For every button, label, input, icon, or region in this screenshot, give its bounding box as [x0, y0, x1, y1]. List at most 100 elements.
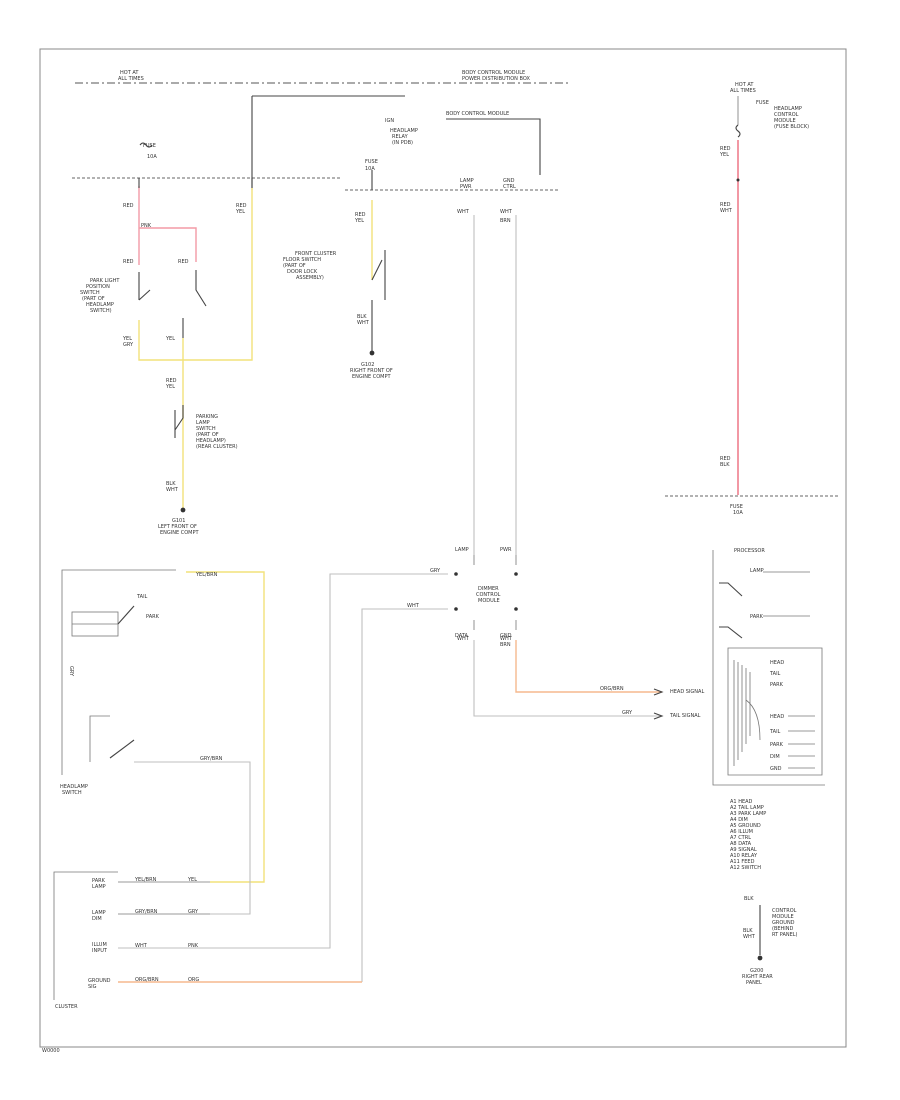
lamp-switch-symbol: [174, 405, 184, 438]
relay-pin-a: LAMP: [460, 178, 474, 184]
module-tag-2: TAIL: [769, 671, 781, 677]
wire-gry-1: GRY: [123, 342, 134, 348]
left-switch-label-5: SWITCH): [90, 308, 112, 314]
front-switch-label-0: FRONT CLUSTER: [295, 251, 337, 257]
right-bus-sub-1: HEADLAMP: [774, 106, 802, 112]
middle-out-wire-1: [118, 573, 448, 949]
wire-yel-6: YEL: [719, 152, 729, 158]
right-bus-bottom-2: 10A: [733, 510, 743, 516]
cluster-wire-label-4b: ORG: [188, 977, 199, 983]
module-pin-1: TAIL: [769, 729, 781, 735]
module-legend-3: A4 DIM: [730, 817, 748, 823]
middle-out-wire-2: [361, 608, 448, 982]
cluster-row1-a: PARK: [92, 878, 106, 884]
module-panel-title: PROCESSOR: [734, 548, 765, 554]
wire-blk-3: BLK: [720, 462, 730, 468]
right-ground-side-4: RT PANEL): [772, 932, 798, 938]
relay-fuse-label: FUSE: [365, 159, 378, 165]
relay-pin-c: GND: [503, 178, 515, 184]
module-tag-1: HEAD: [770, 660, 784, 666]
right-ground-line-1: PANEL: [746, 980, 762, 986]
wire-brn-2: BRN: [500, 642, 511, 648]
middle-out-c: GRY: [430, 568, 441, 574]
cluster-wire-label-4: ORG/BRN: [135, 977, 159, 983]
wire-yel-4: YEL: [165, 384, 175, 390]
module-panel-frame: [712, 550, 825, 786]
wire-yel-5: YEL: [354, 218, 364, 224]
middle-pin-1: LAMP: [455, 547, 469, 553]
ground-g102-id: G102: [361, 362, 374, 368]
right-ground-id: G200: [750, 968, 763, 974]
wire-wht-4: WHT: [357, 320, 370, 326]
ground-g102-dot: [369, 350, 375, 356]
module-switch-1: [719, 582, 743, 597]
right-ground-side-0: CONTROL: [772, 908, 797, 914]
module-tag-3: PARK: [770, 682, 784, 688]
module-inner-frame: [727, 647, 823, 776]
wire-blk-2: BLK: [357, 314, 367, 320]
cluster-wire-label-1: YEL/BRN: [134, 877, 157, 883]
cluster-label: CLUSTER: [55, 1004, 78, 1010]
right-ground-wire: BLK: [744, 896, 754, 902]
middle-dot-3: [454, 607, 458, 611]
wire-red-9: RED: [720, 456, 731, 462]
module-pin-4: GND: [770, 766, 782, 772]
middle-down-wire-2: [473, 640, 662, 717]
ground-g101-dot: [180, 507, 186, 513]
lamp-switch-label-3: (PART OF: [196, 432, 219, 438]
top-bus-right-label-1: BODY CONTROL MODULE: [462, 70, 525, 76]
fuse-a-symbol: [139, 142, 153, 148]
right-bus-sub-3: MODULE: [774, 118, 796, 124]
right-bus-sub-0: FUSE: [756, 100, 769, 106]
diagram-frame: [39, 48, 847, 1048]
middle-pin-4: GND: [500, 633, 512, 639]
module-legend-5: A6 ILLUM: [730, 829, 753, 835]
left-switch-label-4: HEADLAMP: [86, 302, 114, 308]
wire-wht-7: WHT: [720, 208, 733, 214]
right-ground-side-3: (BEHIND: [772, 926, 794, 932]
right-bus-sub-4: (FUSE BLOCK): [774, 124, 809, 130]
relay-fuse-sub: 10A: [365, 166, 375, 172]
middle-dot-4: [514, 607, 518, 611]
wire-red-8: RED: [720, 202, 731, 208]
middle-out-b: TAIL SIGNAL: [669, 713, 701, 719]
cluster-wire-label-3b: PNK: [188, 943, 199, 949]
relay-title-2: HEADLAMP: [390, 128, 418, 134]
module-legend-10: A11 FEED: [730, 859, 755, 865]
cluster-wire-label-2: GRY/BRN: [135, 909, 158, 915]
footer-code: W0000: [42, 1048, 60, 1054]
left-yellow-wire: [138, 188, 253, 361]
headlamp-tag-1: TAIL: [136, 594, 148, 600]
headlamp-switch-lever: [117, 605, 135, 625]
right-ground-line-0: RIGHT REAR: [742, 974, 773, 980]
wire-red-1: RED: [123, 203, 134, 209]
module-legend-11: A12 SWITCH: [730, 865, 761, 871]
wire-wht-2: WHT: [457, 209, 470, 215]
wire-red-4: RED: [236, 203, 247, 209]
headlamp-dim-wire: [134, 761, 251, 915]
ground-g102-line-0: RIGHT FRONT OF: [350, 368, 393, 374]
right-ground-side-1: MODULE: [772, 914, 794, 920]
arrow-2: [653, 712, 664, 720]
cluster-row1-b: LAMP: [92, 884, 106, 890]
lamp-switch-label-0: PARKING: [196, 414, 218, 420]
middle-pin-2: PWR: [500, 547, 512, 553]
relay-top-line: [446, 118, 541, 175]
lamp-switch-label-2: SWITCH: [196, 426, 216, 432]
cluster-wire-label-3: WHT: [135, 943, 148, 949]
module-legend-0: A1 HEAD: [730, 799, 753, 805]
left-red-wire-2: [139, 227, 197, 262]
front-switch-symbol: [371, 250, 386, 300]
middle-label-1: CONTROL: [476, 592, 501, 598]
wire-blk-4: BLK: [743, 928, 753, 934]
left-switch-contact-2: [195, 270, 207, 307]
lamp-switch-label-5: (REAR CLUSTER): [196, 444, 238, 450]
wire-yel-1: YEL: [235, 209, 245, 215]
front-switch-label-3: DOOR LOCK: [287, 269, 318, 275]
wire-red-5: RED: [166, 378, 177, 384]
relay-pin-d: CTRL: [503, 184, 516, 190]
cluster-row3-b: INPUT: [92, 948, 108, 954]
relay-title-1: IGN: [385, 118, 394, 124]
yel-label-b: GRY/BRN: [200, 756, 223, 762]
